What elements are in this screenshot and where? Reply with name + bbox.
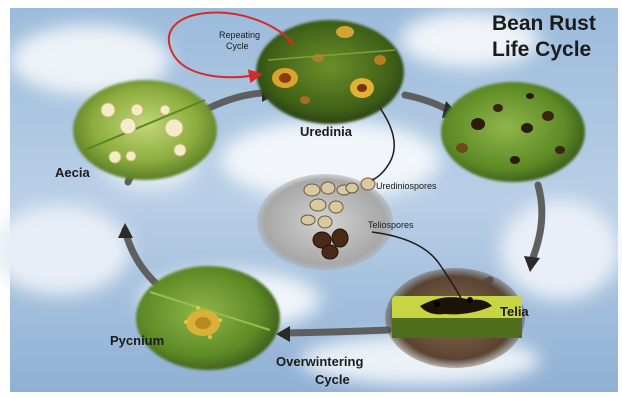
repeating-cycle-label-1: Repeating [219,30,260,40]
pycnium-label: Pycnium [110,333,164,348]
aecia-label: Aecia [55,165,90,180]
overwintering-label-1: Overwintering [276,354,363,369]
teliospores-label: Teliospores [368,220,414,230]
urediniospores-label: Urediniospores [376,181,437,191]
uredinia-label: Uredinia [300,124,353,139]
telia-label: Telia [500,304,529,319]
aecia-image [73,80,217,180]
title-line-2: Life Cycle [492,38,591,61]
uredinia-image [256,20,404,124]
rust-leaf-image [441,82,585,182]
pycnium-image [136,266,280,370]
repeating-cycle-label-2: Cycle [226,41,249,51]
title-line-1: Bean Rust [492,12,596,35]
overwintering-label-2: Cycle [315,372,350,387]
